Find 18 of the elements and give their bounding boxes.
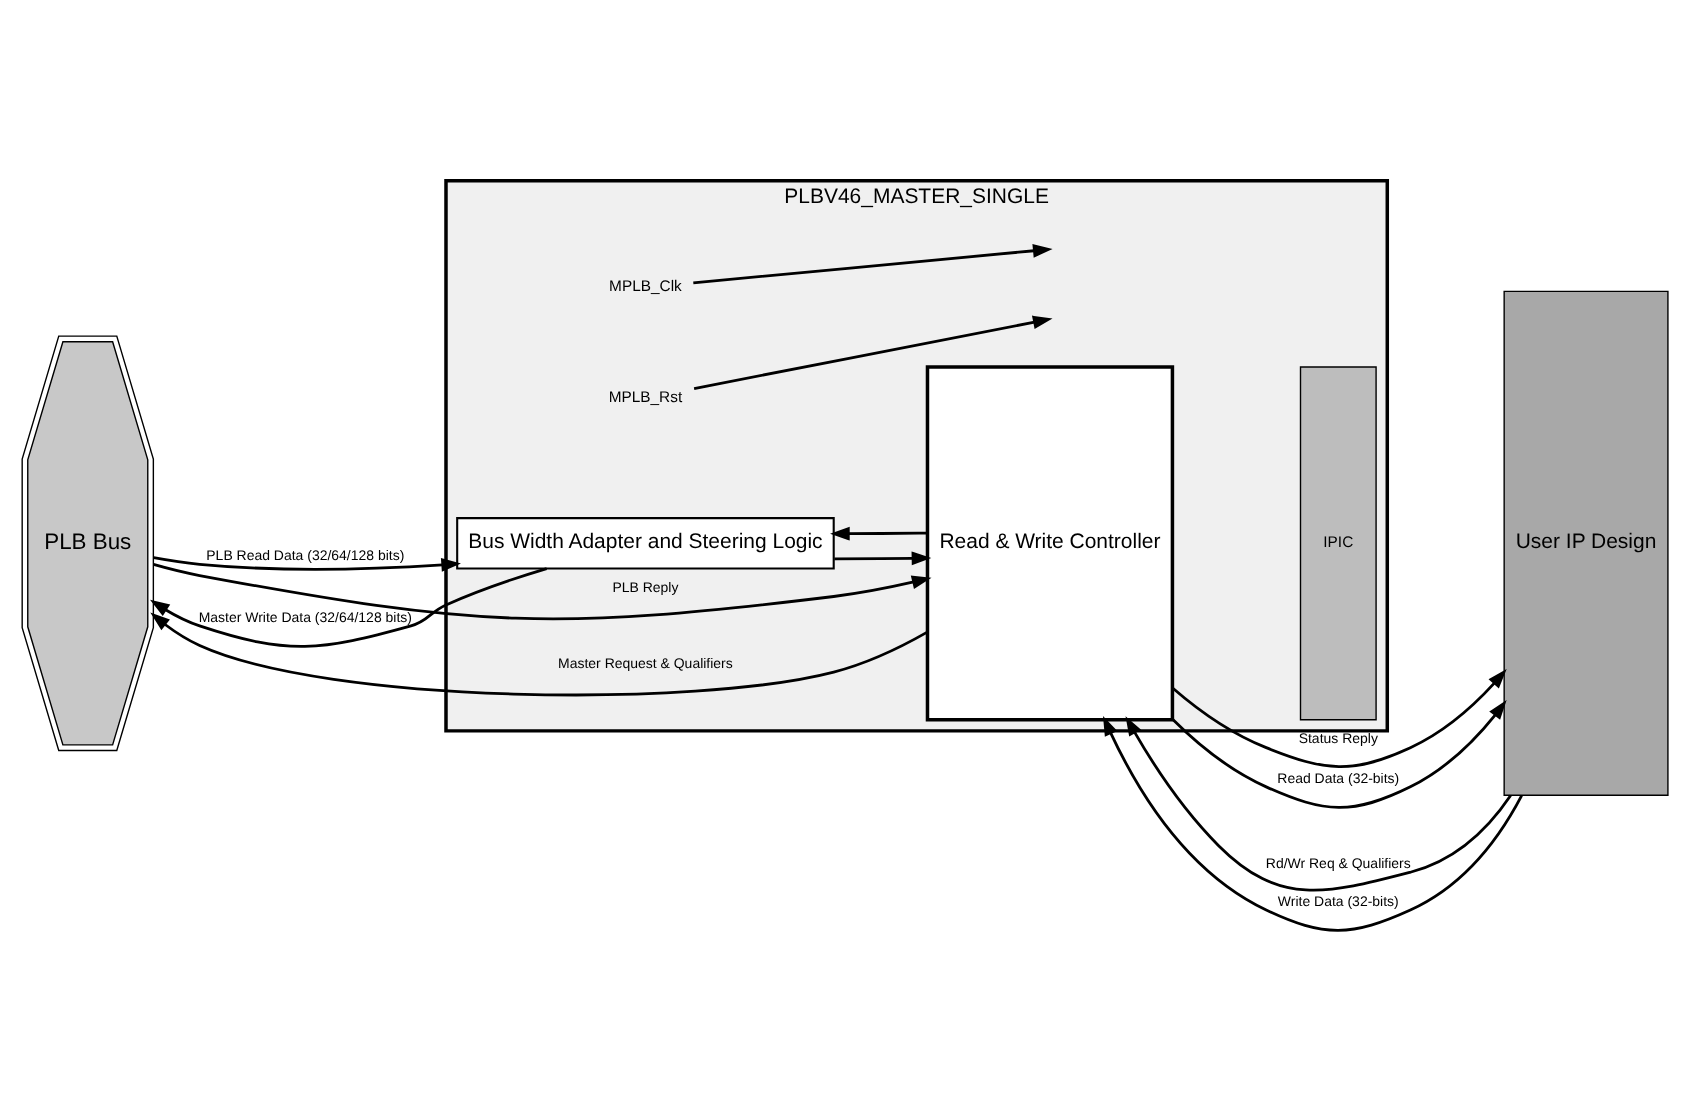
node-box: Read & Write Controller [925, 364, 1175, 721]
node-box: IPIC [1299, 365, 1377, 720]
node-text: MPLB_Rst [608, 386, 683, 405]
arrow [153, 562, 932, 620]
arrow [830, 525, 928, 540]
arrow [1103, 714, 1523, 931]
arrow [693, 243, 1053, 284]
node-text: MPLB_Clk [609, 276, 682, 295]
arrow [153, 555, 461, 571]
arrow [150, 611, 928, 696]
arrow [693, 314, 1053, 389]
arrow [1171, 668, 1507, 767]
arrow [1171, 699, 1507, 808]
arrow [1125, 715, 1512, 891]
node-box: Bus Width Adapter and Steering Logic [456, 516, 835, 569]
arrow [150, 566, 548, 647]
node-box: User IP Design [1503, 289, 1669, 795]
arrow [834, 550, 932, 565]
